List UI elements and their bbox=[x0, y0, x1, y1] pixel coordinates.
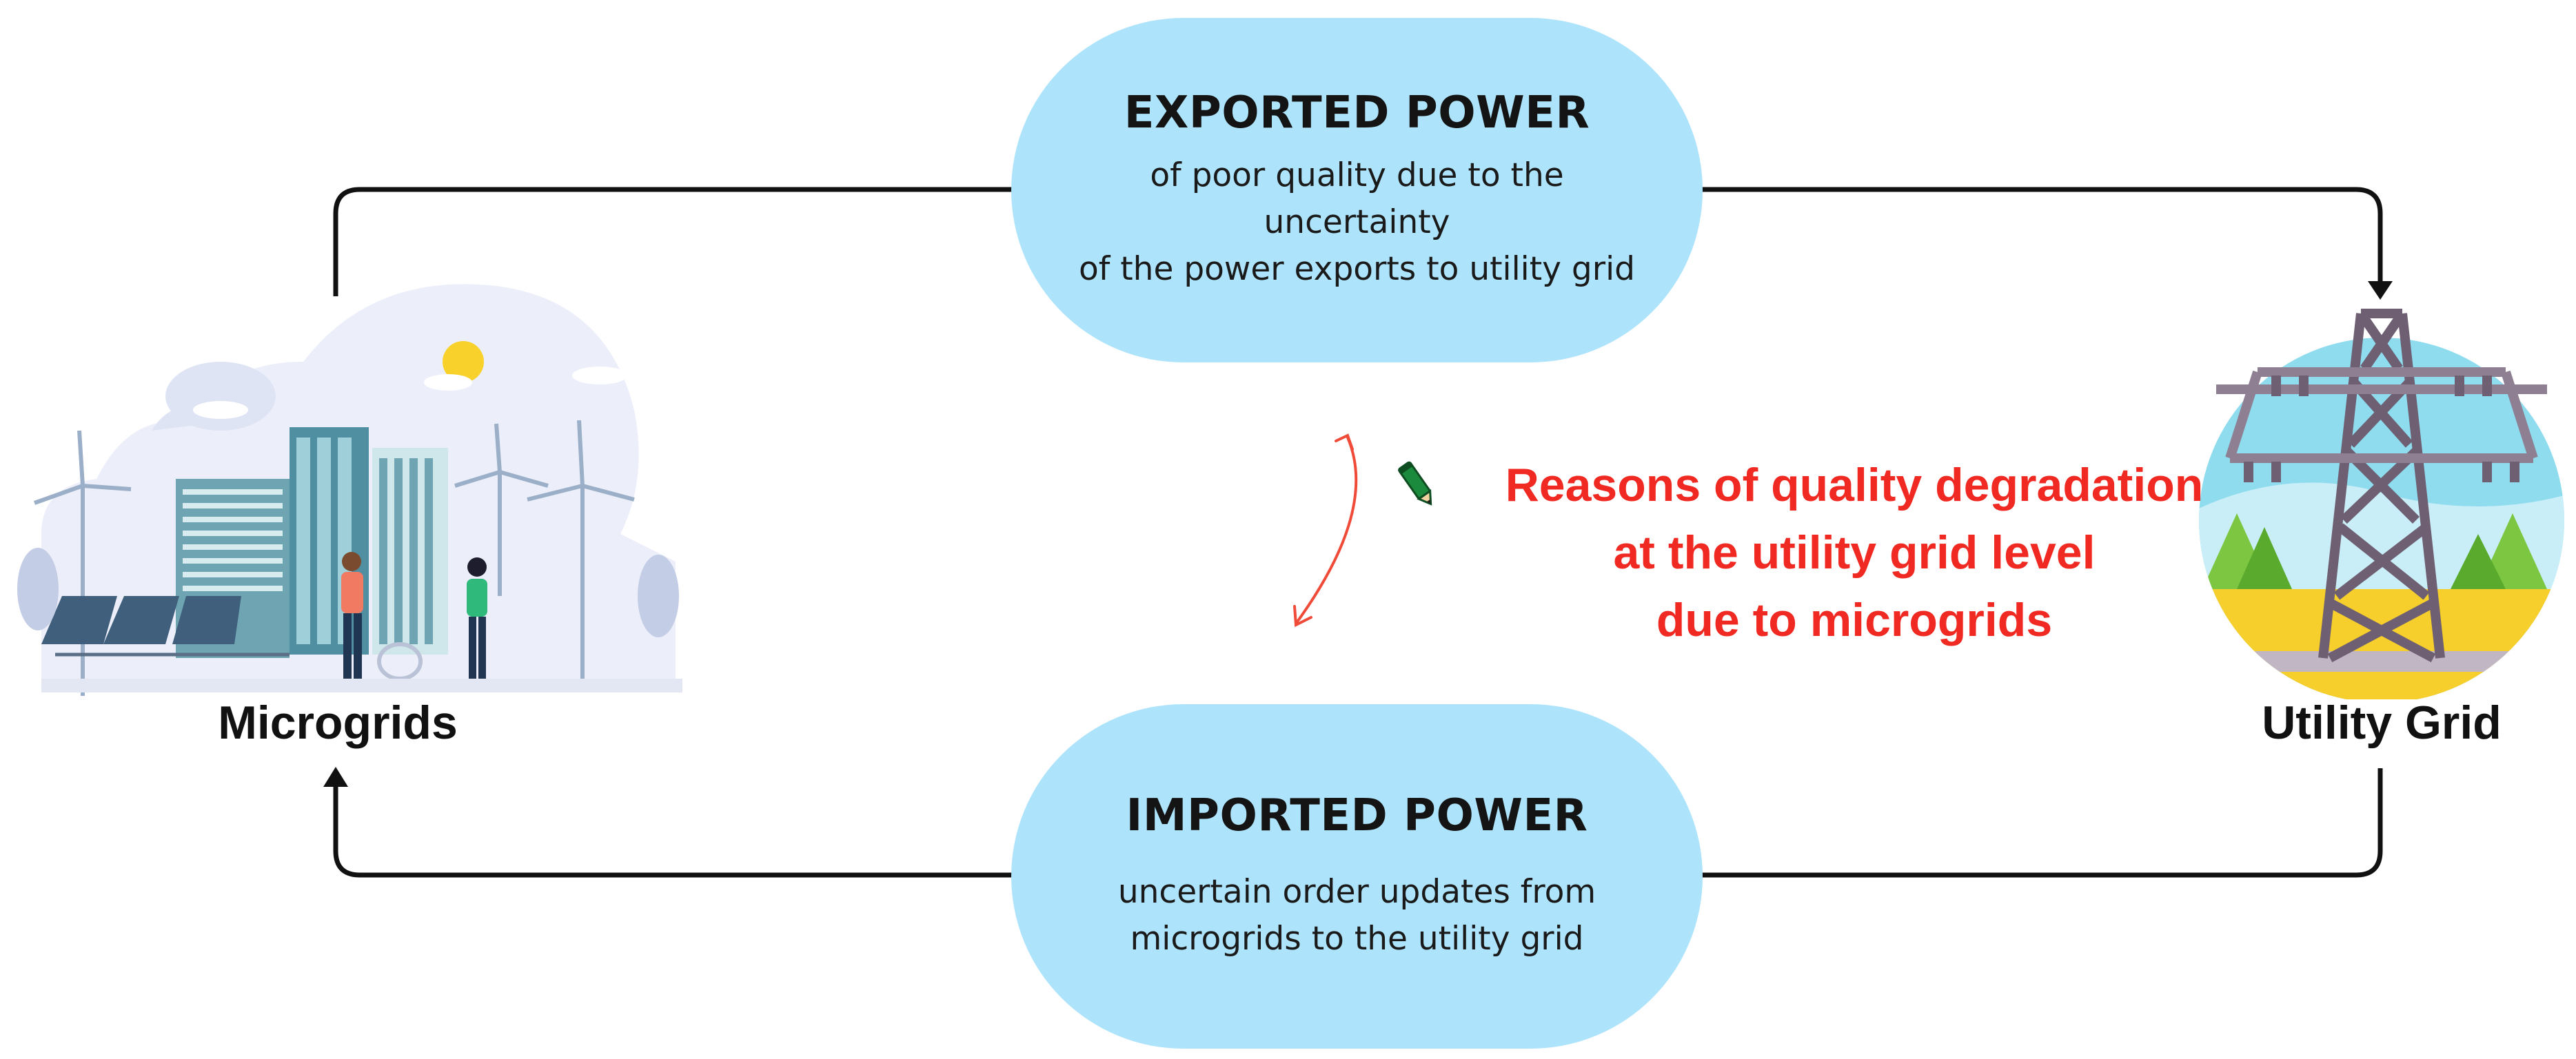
reasons-line-2: at the utility grid level bbox=[1613, 526, 2096, 579]
import-arrow-left-segment bbox=[333, 785, 1013, 878]
exported-power-box: EXPORTED POWER of poor quality due to th… bbox=[1011, 18, 1703, 362]
utility-grid-label: Utility Grid bbox=[2262, 697, 2502, 749]
reasons-line-3: due to microgrids bbox=[1656, 594, 2053, 646]
power-pylon-illustration bbox=[2199, 309, 2564, 699]
export-arrow-left-segment bbox=[333, 187, 1013, 296]
exported-power-line-2: of the power exports to utility grid bbox=[1079, 250, 1635, 288]
microgrids-label: Microgrids bbox=[218, 697, 458, 749]
exported-power-title: EXPORTED POWER bbox=[1124, 88, 1590, 138]
exported-power-line-1: of poor quality due to the uncertainty bbox=[1150, 156, 1564, 241]
export-arrow-right-segment bbox=[1701, 187, 2383, 282]
microgrid-illustration bbox=[17, 284, 682, 696]
reasons-line-1: Reasons of quality degradation bbox=[1505, 459, 2204, 511]
double-arrow-icon bbox=[1293, 433, 1358, 628]
imported-power-box: IMPORTED POWER uncertain order updates f… bbox=[1011, 704, 1703, 1049]
export-arrowhead bbox=[2368, 281, 2393, 300]
pencil-icon bbox=[1398, 461, 1432, 506]
imported-power-title: IMPORTED POWER bbox=[1126, 790, 1588, 841]
import-arrowhead bbox=[323, 767, 348, 787]
reasons-annotation: Reasons of quality degradation at the ut… bbox=[1434, 451, 2275, 654]
imported-power-line-2: microgrids to the utility grid bbox=[1130, 920, 1584, 958]
imported-power-line-1: uncertain order updates from bbox=[1117, 873, 1596, 911]
import-arrow-right-segment bbox=[1701, 768, 2383, 878]
